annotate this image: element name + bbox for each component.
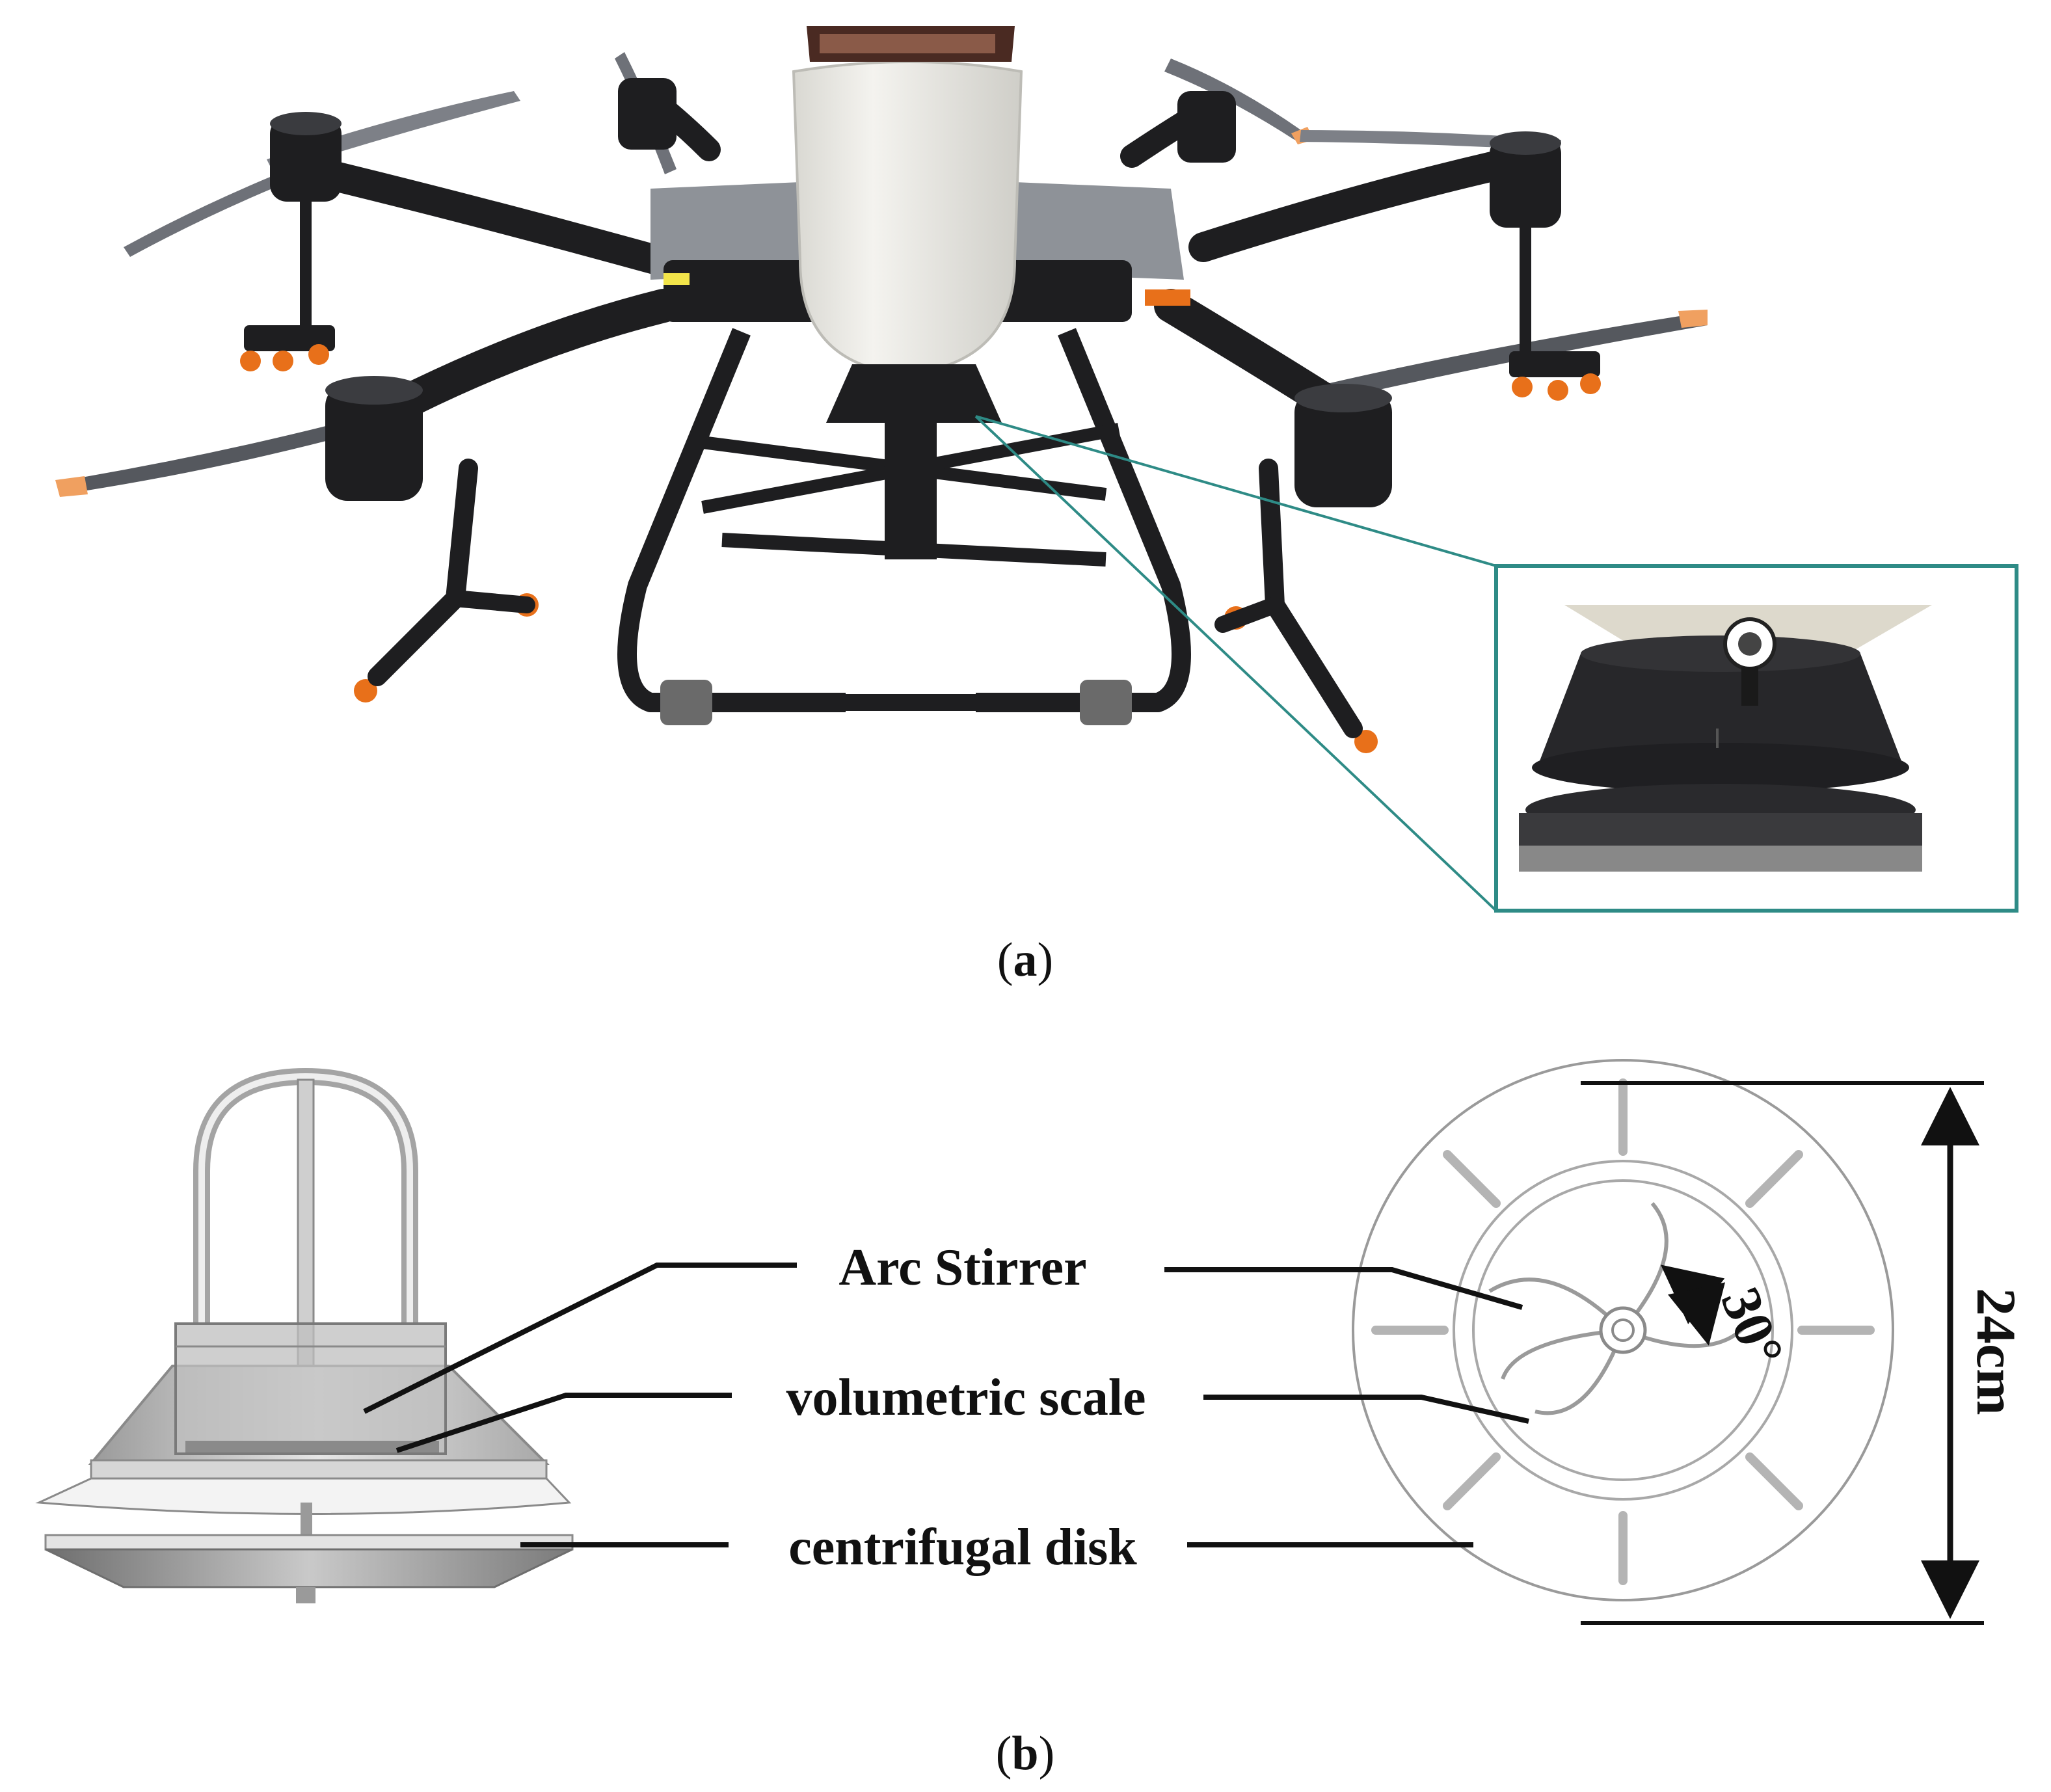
motor-right-top <box>1177 91 1236 163</box>
closeup-spreader <box>1519 605 1932 872</box>
leader-lines <box>363 1263 1529 1547</box>
motor-left-front <box>325 376 423 501</box>
drone-illustration <box>55 26 1708 753</box>
disk-vanes <box>1371 1078 1875 1585</box>
caption-b: (b) <box>996 1727 1054 1780</box>
center-hub <box>1599 1306 1647 1354</box>
diameter-dimension: 24cm <box>1581 1081 2028 1625</box>
caption-a: (a) <box>997 933 1053 987</box>
inset-callout-lines <box>974 415 1497 912</box>
spreader-top-view <box>1352 1059 1894 1601</box>
motor-left-rear <box>270 112 342 202</box>
hopper-collar <box>35 1477 572 1515</box>
label-volumetric-scale: volumetric scale <box>786 1369 1146 1426</box>
label-centrifugal-disk: centrifugal disk <box>788 1519 1137 1576</box>
motor-left-top <box>618 78 677 150</box>
inner-ring <box>1453 1160 1793 1501</box>
spray-tank <box>792 26 1023 376</box>
centrifugal-disk-side <box>44 1534 574 1551</box>
diameter-label: 24cm <box>1965 1288 2028 1415</box>
motor-right-front <box>1294 384 1392 507</box>
leader-volumetric-scale-right <box>1203 1395 1529 1424</box>
drone-arms <box>291 86 1524 427</box>
drone-legs <box>368 459 1363 738</box>
inset-closeup <box>1494 564 2018 913</box>
label-arc-stirrer: Arc Stirrer <box>838 1239 1086 1296</box>
leader-volumetric-scale-left <box>395 1393 732 1453</box>
spreader-unit <box>826 364 1002 559</box>
angle-arrow <box>1660 1264 1726 1346</box>
spreader-side-view <box>35 1067 574 1603</box>
leader-arc-stirrer-right <box>1164 1267 1523 1310</box>
leader-arc-stirrer-left <box>363 1263 797 1414</box>
motor-right-rear <box>1490 131 1561 228</box>
spray-nozzles <box>240 202 1601 753</box>
volumetric-scale-band <box>185 1441 439 1452</box>
hopper-cylinder <box>174 1322 447 1455</box>
